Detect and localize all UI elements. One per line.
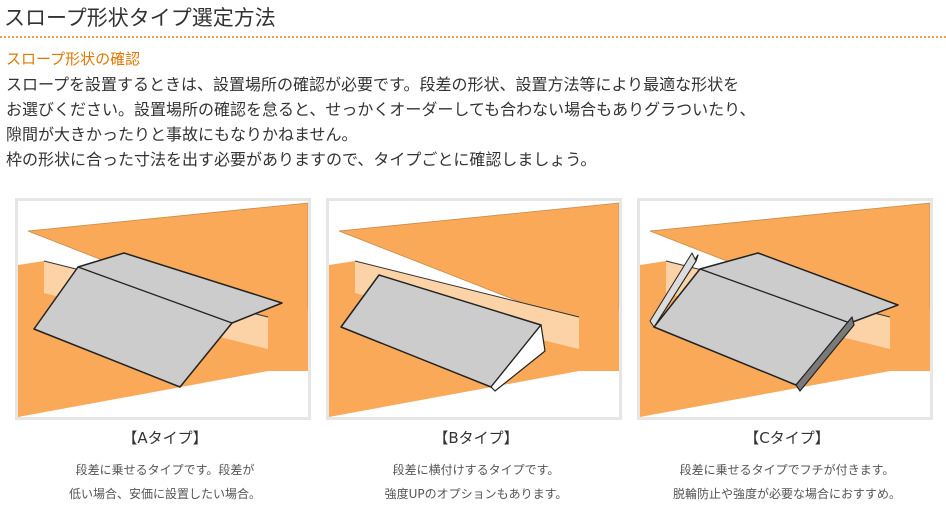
type-b-description: 段差に横付けするタイプです。 強度UPのオプションもあります。	[326, 458, 626, 506]
intro-line: 隙間が大きかったりと事故にもなりかねません。	[6, 125, 358, 144]
type-b-illustration	[326, 198, 622, 420]
title-divider	[0, 36, 946, 38]
type-card-c: 【Cタイプ】 段差に乗せるタイプでフチが付きます。 脱輪防止や強度が必要な場合に…	[637, 198, 937, 518]
type-card-a: 【Aタイプ】 段差に乗せるタイプです。段差が 低い場合、安価に設置したい場合。	[15, 198, 315, 518]
type-b-desc-line: 段差に横付けするタイプです。	[392, 463, 560, 477]
type-c-illustration	[637, 198, 933, 420]
intro-line: スロープを設置するときは、設置場所の確認が必要です。段差の形状、設置方法等により…	[6, 75, 740, 94]
intro-paragraph: スロープを設置するときは、設置場所の確認が必要です。段差の形状、設置方法等により…	[6, 72, 942, 172]
intro-line: 枠の形状に合った寸法を出す必要がありますので、タイプごとに確認しましょう。	[6, 150, 597, 169]
type-cards: 【Aタイプ】 段差に乗せるタイプです。段差が 低い場合、安価に設置したい場合。 …	[0, 198, 946, 518]
type-b-desc-line: 強度UPのオプションもあります。	[384, 487, 568, 501]
type-c-name: 【Cタイプ】	[744, 429, 830, 447]
section-heading: スロープ形状の確認	[6, 50, 141, 68]
type-a-desc-line: 低い場合、安価に設置したい場合。	[68, 487, 261, 501]
type-c-description: 段差に乗せるタイプでフチが付きます。 脱輪防止や強度が必要な場合におすすめ。	[637, 458, 937, 506]
type-a-name: 【Aタイプ】	[122, 429, 208, 447]
type-c-desc-line: 脱輪防止や強度が必要な場合におすすめ。	[672, 487, 901, 501]
intro-line: お選びください。設置場所の確認を怠ると、せっかくオーダーしても合わない場合もあり…	[6, 100, 756, 119]
type-a-desc-line: 段差に乗せるタイプです。段差が	[75, 463, 255, 477]
type-a-description: 段差に乗せるタイプです。段差が 低い場合、安価に設置したい場合。	[15, 458, 315, 506]
type-c-desc-line: 段差に乗せるタイプでフチが付きます。	[679, 463, 895, 477]
type-a-illustration	[15, 198, 311, 420]
type-card-b: 【Bタイプ】 段差に横付けするタイプです。 強度UPのオプションもあります。	[326, 198, 626, 518]
page-title: スロープ形状タイプ選定方法	[4, 6, 276, 30]
type-b-name: 【Bタイプ】	[433, 429, 519, 447]
